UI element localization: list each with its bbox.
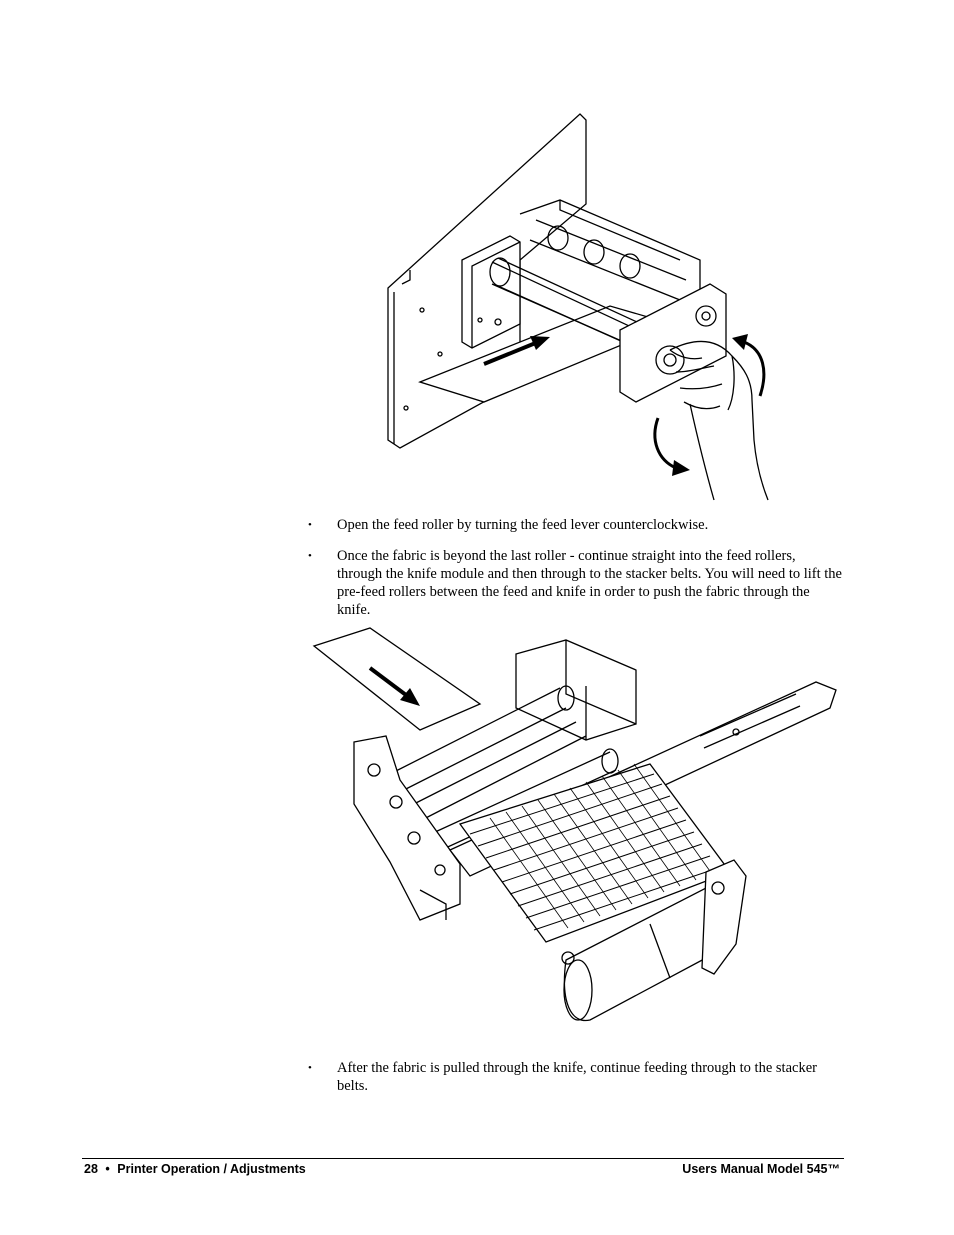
bullet-symbol: • <box>308 519 312 531</box>
feed-roller-illustration <box>387 113 769 501</box>
bullet-text: After the fabric is pulled through the k… <box>337 1060 817 1094</box>
section-title: Printer Operation / Adjustments <box>117 1162 306 1176</box>
bullet-text: Once the fabric is beyond the last rolle… <box>337 548 842 618</box>
footer-divider <box>82 1158 844 1159</box>
manual-title: Users Manual Model 545™ <box>682 1162 840 1176</box>
knife-stacker-illustration <box>312 627 837 1022</box>
footer-separator: • <box>105 1162 110 1176</box>
page-number: 28 <box>84 1162 98 1176</box>
footer-left: 28 • Printer Operation / Adjustments <box>84 1162 306 1176</box>
footer-right: Users Manual Model 545™ <box>682 1162 840 1176</box>
bullet-symbol: • <box>308 1062 312 1074</box>
bullet-text: Open the feed roller by turning the feed… <box>337 517 709 533</box>
bullet-symbol: • <box>308 550 312 562</box>
